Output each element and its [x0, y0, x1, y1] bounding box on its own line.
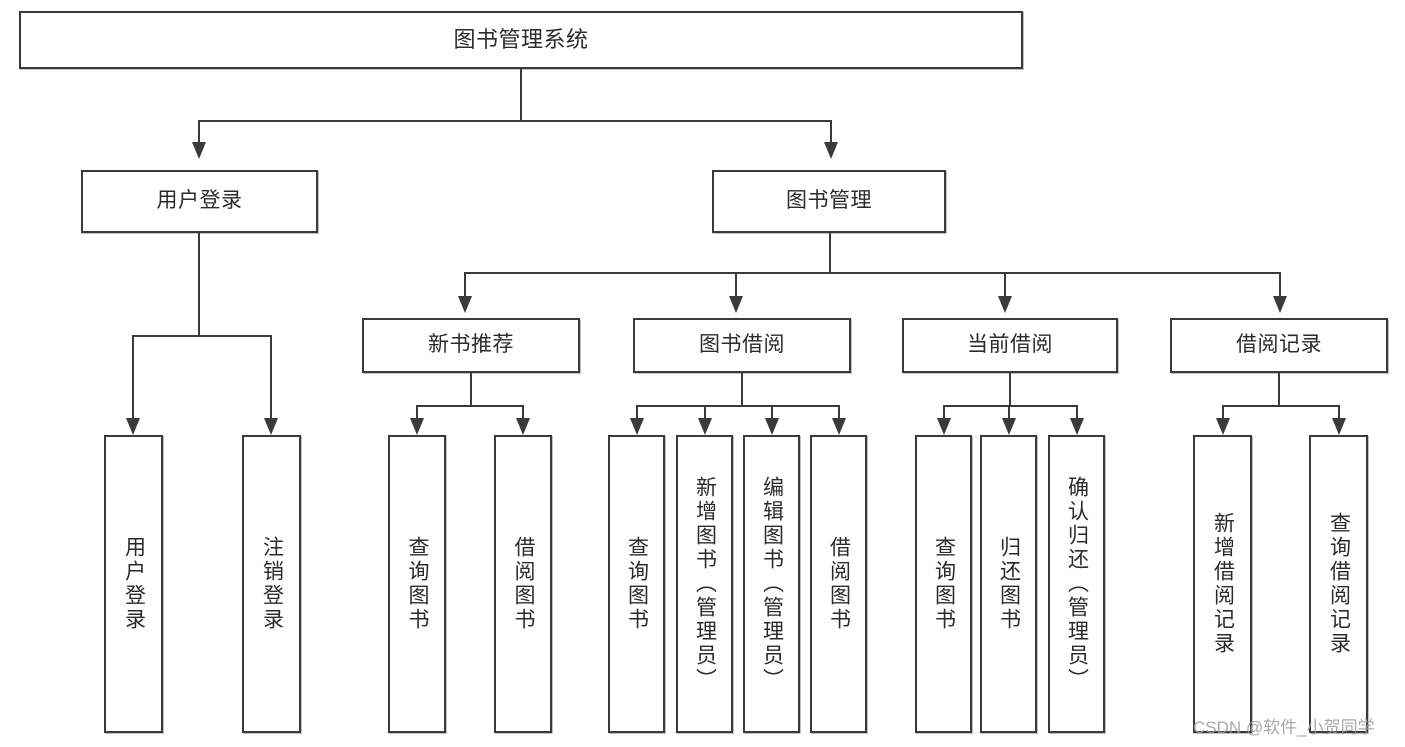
- node-label: 用户登录: [156, 189, 243, 213]
- node-label: 确认归还（管理员）: [1065, 476, 1089, 692]
- connector-borrow-drop-1: [636, 405, 638, 418]
- arrowhead-borrow-leaf-4: [832, 418, 846, 435]
- connector-user-login-drop-2: [270, 335, 272, 418]
- connector-borrow-drop-2: [704, 405, 706, 418]
- node-user-login[interactable]: 用户登录: [81, 170, 318, 233]
- node-label: 当前借阅: [967, 333, 1053, 357]
- node-label: 新书推荐: [428, 333, 514, 357]
- connector-borrow-stem: [741, 373, 743, 406]
- node-book-borrow[interactable]: 图书借阅: [633, 318, 851, 373]
- arrowhead-recommend-leaf-2: [516, 418, 530, 435]
- node-book-management[interactable]: 图书管理: [712, 170, 946, 233]
- connector-level2-drop-right: [830, 120, 832, 142]
- connector-current-bus: [943, 405, 1078, 407]
- arrowhead-to-login: [126, 418, 140, 435]
- connector-borrow-drop-4: [838, 405, 840, 418]
- node-label: 图书借阅: [699, 333, 785, 357]
- node-label: 用户登录: [122, 536, 146, 632]
- arrowhead-to-logout: [264, 418, 278, 435]
- arrowhead-current-leaf-2: [1002, 418, 1016, 435]
- leaf-borrow-query-book[interactable]: 查询图书: [608, 435, 665, 733]
- node-label: 编辑图书（管理员）: [760, 476, 784, 692]
- arrowhead-borrow-leaf-3: [765, 418, 779, 435]
- connector-root-stem: [520, 69, 522, 121]
- node-label: 查询图书: [932, 536, 956, 632]
- connector-user-login-stem: [198, 233, 200, 336]
- connector-current-drop-3: [1076, 405, 1078, 418]
- node-label: 归还图书: [997, 536, 1021, 632]
- connector-level3-drop-4: [1279, 272, 1281, 296]
- arrowhead-borrow-leaf-2: [698, 418, 712, 435]
- connector-current-drop-2: [1008, 405, 1010, 418]
- node-label: 借阅图书: [512, 536, 536, 632]
- node-label: 查询图书: [406, 536, 430, 632]
- node-label: 查询借阅记录: [1327, 512, 1351, 656]
- node-label: 新增图书（管理员）: [693, 476, 717, 692]
- connector-record-stem: [1278, 373, 1280, 406]
- connector-level3-drop-2: [735, 272, 737, 296]
- node-new-book-recommend[interactable]: 新书推荐: [362, 318, 580, 373]
- arrowhead-record-leaf-2: [1332, 418, 1346, 435]
- arrowhead-to-new-book-recommend: [458, 296, 472, 313]
- arrowhead-to-book-management: [824, 142, 838, 159]
- arrowhead-record-leaf-1: [1216, 418, 1230, 435]
- connector-level3-bus: [464, 272, 1281, 274]
- connector-recommend-stem: [470, 373, 472, 406]
- leaf-recommend-borrow-book[interactable]: 借阅图书: [494, 435, 552, 733]
- leaf-user-login[interactable]: 用户登录: [104, 435, 163, 733]
- leaf-current-query-book[interactable]: 查询图书: [915, 435, 972, 733]
- connector-borrow-drop-3: [771, 405, 773, 418]
- node-label: 新增借阅记录: [1211, 512, 1235, 656]
- node-label: 借阅图书: [827, 536, 851, 632]
- node-current-borrow[interactable]: 当前借阅: [902, 318, 1118, 373]
- connector-record-drop-2: [1338, 405, 1340, 418]
- node-label: 图书管理系统: [453, 27, 589, 53]
- connector-book-management-stem: [829, 233, 831, 273]
- connector-recommend-drop-2: [522, 405, 524, 418]
- arrowhead-to-user-login: [192, 142, 206, 159]
- connector-level2-drop-left: [198, 120, 200, 142]
- connector-level2-bus: [198, 120, 832, 122]
- leaf-current-confirm-return-admin[interactable]: 确认归还（管理员）: [1048, 435, 1105, 733]
- node-root-book-management-system[interactable]: 图书管理系统: [19, 11, 1023, 69]
- node-label: 注销登录: [260, 536, 284, 632]
- leaf-borrow-edit-book-admin[interactable]: 编辑图书（管理员）: [743, 435, 800, 733]
- connector-borrow-bus: [636, 405, 840, 407]
- leaf-logout[interactable]: 注销登录: [242, 435, 301, 733]
- node-label: 图书管理: [786, 189, 872, 213]
- arrowhead-to-current-borrow: [998, 296, 1012, 313]
- connector-user-login-bus: [132, 335, 270, 337]
- leaf-record-add-record[interactable]: 新增借阅记录: [1193, 435, 1252, 733]
- node-label: 查询图书: [625, 536, 649, 632]
- connector-level3-drop-1: [464, 272, 466, 296]
- leaf-borrow-borrow-book[interactable]: 借阅图书: [810, 435, 867, 733]
- node-borrow-record[interactable]: 借阅记录: [1170, 318, 1388, 373]
- leaf-borrow-add-book-admin[interactable]: 新增图书（管理员）: [676, 435, 733, 733]
- arrowhead-current-leaf-1: [937, 418, 951, 435]
- leaf-current-return-book[interactable]: 归还图书: [980, 435, 1037, 733]
- leaf-record-query-record[interactable]: 查询借阅记录: [1309, 435, 1368, 733]
- connector-recommend-drop-1: [416, 405, 418, 418]
- node-label: 借阅记录: [1236, 333, 1322, 357]
- csdn-watermark: CSDN @软件_小贺同学: [1193, 718, 1375, 737]
- arrowhead-current-leaf-3: [1070, 418, 1084, 435]
- connector-record-drop-1: [1222, 405, 1224, 418]
- arrowhead-to-borrow-record: [1273, 296, 1287, 313]
- leaf-recommend-query-book[interactable]: 查询图书: [388, 435, 446, 733]
- connector-recommend-bus: [416, 405, 524, 407]
- connector-current-drop-1: [943, 405, 945, 418]
- arrowhead-to-book-borrow: [729, 296, 743, 313]
- arrowhead-recommend-leaf-1: [410, 418, 424, 435]
- connector-user-login-drop-1: [132, 335, 134, 418]
- connector-level3-drop-3: [1004, 272, 1006, 296]
- connector-record-bus: [1222, 405, 1340, 407]
- connector-current-stem: [1009, 373, 1011, 406]
- arrowhead-borrow-leaf-1: [630, 418, 644, 435]
